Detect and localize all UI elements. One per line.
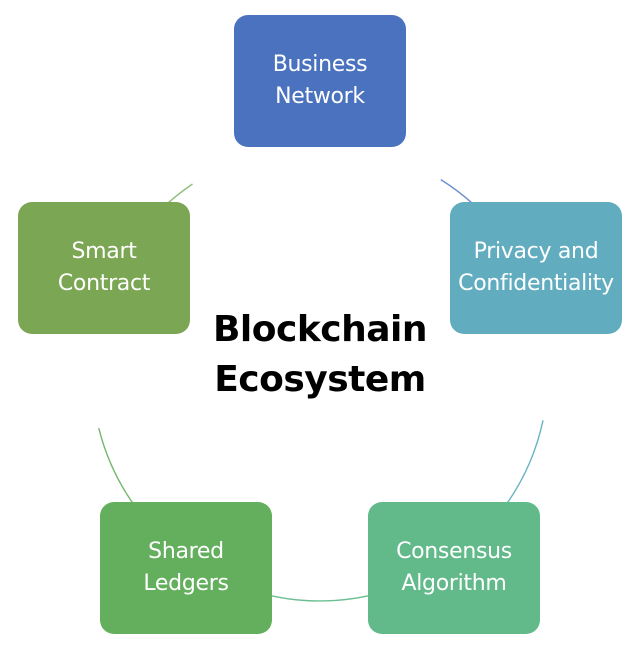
business-network-label: Business Network [272,52,368,109]
business-network-node: Business Network [234,15,406,147]
consensus-algorithm-label: Consensus Algorithm [396,539,512,596]
shared-ledgers-label: Shared Ledgers [143,539,229,596]
center-title: Blockchain Ecosystem [212,309,428,400]
shared-ledgers-node: Shared Ledgers [100,502,272,634]
privacy-and-confidentiality-node: Privacy and Confidentiality [450,202,622,334]
privacy-and-confidentiality-label: Privacy and Confidentiality [458,239,614,296]
consensus-algorithm-node: Consensus Algorithm [368,502,540,634]
smart-contract-label: Smart Contract [57,239,151,296]
smart-contract-node: Smart Contract [18,202,190,334]
